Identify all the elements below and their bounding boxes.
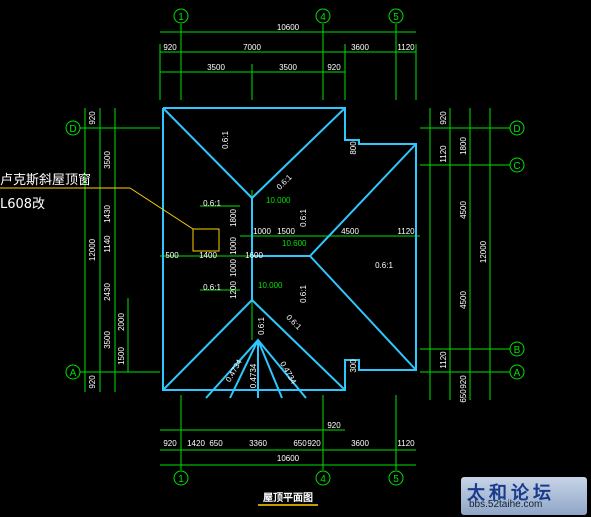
axis-label: D	[513, 124, 520, 135]
svg-text:10600: 10600	[277, 454, 300, 463]
watermark-url: bbs.52taihe.com	[469, 499, 543, 510]
svg-text:0.6:1: 0.6:1	[275, 172, 294, 191]
axis-label: 1	[178, 474, 184, 485]
svg-text:1120: 1120	[397, 43, 415, 52]
svg-text:800: 800	[349, 141, 358, 155]
right-dimension-text: 920 1120 1800 4500 4500 1120 920 12000 6…	[439, 111, 488, 403]
axis-label: A	[514, 368, 521, 379]
svg-text:1140: 1140	[103, 235, 112, 253]
drawing-title: 屋顶平面图	[258, 492, 318, 506]
axis-label: 1	[178, 12, 184, 23]
svg-text:920: 920	[459, 375, 468, 389]
right-axis-markers: D C B A	[509, 120, 525, 380]
svg-text:920: 920	[88, 111, 97, 125]
svg-text:1120: 1120	[397, 227, 415, 236]
svg-text:2000: 2000	[117, 313, 126, 331]
svg-text:0.6:1: 0.6:1	[221, 131, 230, 149]
svg-text:3500: 3500	[103, 331, 112, 349]
svg-text:0.4734: 0.4734	[278, 360, 298, 386]
svg-text:1000: 1000	[253, 227, 271, 236]
svg-text:1000: 1000	[229, 259, 238, 277]
svg-text:1800: 1800	[459, 137, 468, 155]
svg-text:650: 650	[293, 439, 307, 448]
svg-text:920: 920	[327, 63, 341, 72]
svg-text:1420: 1420	[187, 439, 205, 448]
svg-text:920: 920	[88, 375, 97, 389]
svg-text:650: 650	[459, 389, 468, 403]
svg-text:4500: 4500	[341, 227, 359, 236]
axis-label: A	[70, 368, 77, 379]
axis-label: 4	[320, 474, 326, 485]
axis-label: D	[69, 124, 76, 135]
svg-text:4500: 4500	[459, 291, 468, 309]
svg-text:0.4734: 0.4734	[224, 357, 244, 383]
svg-text:1500: 1500	[117, 347, 126, 365]
top-axis-markers: 1 4 5	[173, 8, 404, 24]
svg-text:3600: 3600	[351, 439, 369, 448]
svg-text:0.6:1: 0.6:1	[257, 317, 266, 335]
svg-text:0.6:1: 0.6:1	[203, 199, 221, 208]
svg-text:10.000: 10.000	[258, 281, 283, 290]
svg-text:0.6:1: 0.6:1	[299, 209, 308, 227]
svg-text:3500: 3500	[103, 151, 112, 169]
callout-line-1: 卢克斯斜屋顶窗	[0, 172, 91, 188]
svg-text:3360: 3360	[249, 439, 267, 448]
svg-text:屋顶平面图: 屋顶平面图	[263, 492, 313, 504]
svg-text:1120: 1120	[439, 351, 448, 369]
svg-text:0.6:1: 0.6:1	[299, 285, 308, 303]
svg-text:10600: 10600	[277, 23, 300, 32]
svg-text:12000: 12000	[479, 240, 488, 263]
left-axis-markers: D A	[65, 120, 81, 380]
svg-text:1500: 1500	[277, 227, 295, 236]
svg-text:1400: 1400	[199, 251, 217, 260]
axis-label: 5	[393, 474, 399, 485]
svg-text:3500: 3500	[279, 63, 297, 72]
svg-text:920: 920	[163, 439, 177, 448]
svg-text:3500: 3500	[207, 63, 225, 72]
svg-text:0.4734: 0.4734	[249, 363, 258, 388]
svg-text:2430: 2430	[103, 283, 112, 301]
callout-line-2: L608改	[0, 197, 45, 212]
svg-text:920: 920	[163, 43, 177, 52]
site-watermark: 太和论坛 bbs.52taihe.com	[461, 477, 587, 515]
svg-text:12000: 12000	[88, 238, 97, 261]
svg-text:920: 920	[327, 421, 341, 430]
svg-text:300: 300	[349, 359, 358, 373]
svg-text:500: 500	[165, 251, 179, 260]
svg-text:1200: 1200	[229, 281, 238, 299]
left-dimension-text: 920 12000 920 3500 1430 1140 2430 3500 2…	[88, 111, 126, 389]
svg-text:7000: 7000	[243, 43, 261, 52]
svg-text:1120: 1120	[397, 439, 415, 448]
axis-label: 5	[393, 12, 399, 23]
svg-text:920: 920	[307, 439, 321, 448]
bottom-axis-markers: 1 4 5	[173, 470, 404, 486]
skylight-callout: 卢克斯斜屋顶窗 L608改	[0, 172, 220, 252]
svg-text:920: 920	[439, 111, 448, 125]
svg-text:0.6:1: 0.6:1	[284, 313, 303, 332]
axis-label: C	[513, 161, 520, 172]
svg-text:10.600: 10.600	[282, 239, 307, 248]
svg-text:1430: 1430	[103, 205, 112, 223]
svg-text:1120: 1120	[439, 145, 448, 163]
roof-outline	[162, 107, 417, 399]
svg-text:3600: 3600	[351, 43, 369, 52]
svg-text:650: 650	[209, 439, 223, 448]
top-dimension-text: 10600 920 7000 3600 1120 3500 3500 920	[163, 23, 415, 72]
svg-text:1000: 1000	[229, 237, 238, 255]
dimension-lines	[80, 24, 510, 470]
axis-label: 4	[320, 12, 326, 23]
svg-text:0.6:1: 0.6:1	[375, 261, 393, 270]
watermark-brand: 太和论坛	[467, 483, 555, 504]
axis-label: B	[514, 345, 521, 356]
svg-text:10.000: 10.000	[266, 196, 291, 205]
svg-text:1600: 1600	[245, 251, 263, 260]
svg-text:1800: 1800	[229, 209, 238, 227]
bottom-dimension-text: 920 1420 650 3360 650 920 3600 1120 920 …	[163, 421, 415, 463]
svg-text:4500: 4500	[459, 201, 468, 219]
svg-text:0.6:1: 0.6:1	[203, 283, 221, 292]
